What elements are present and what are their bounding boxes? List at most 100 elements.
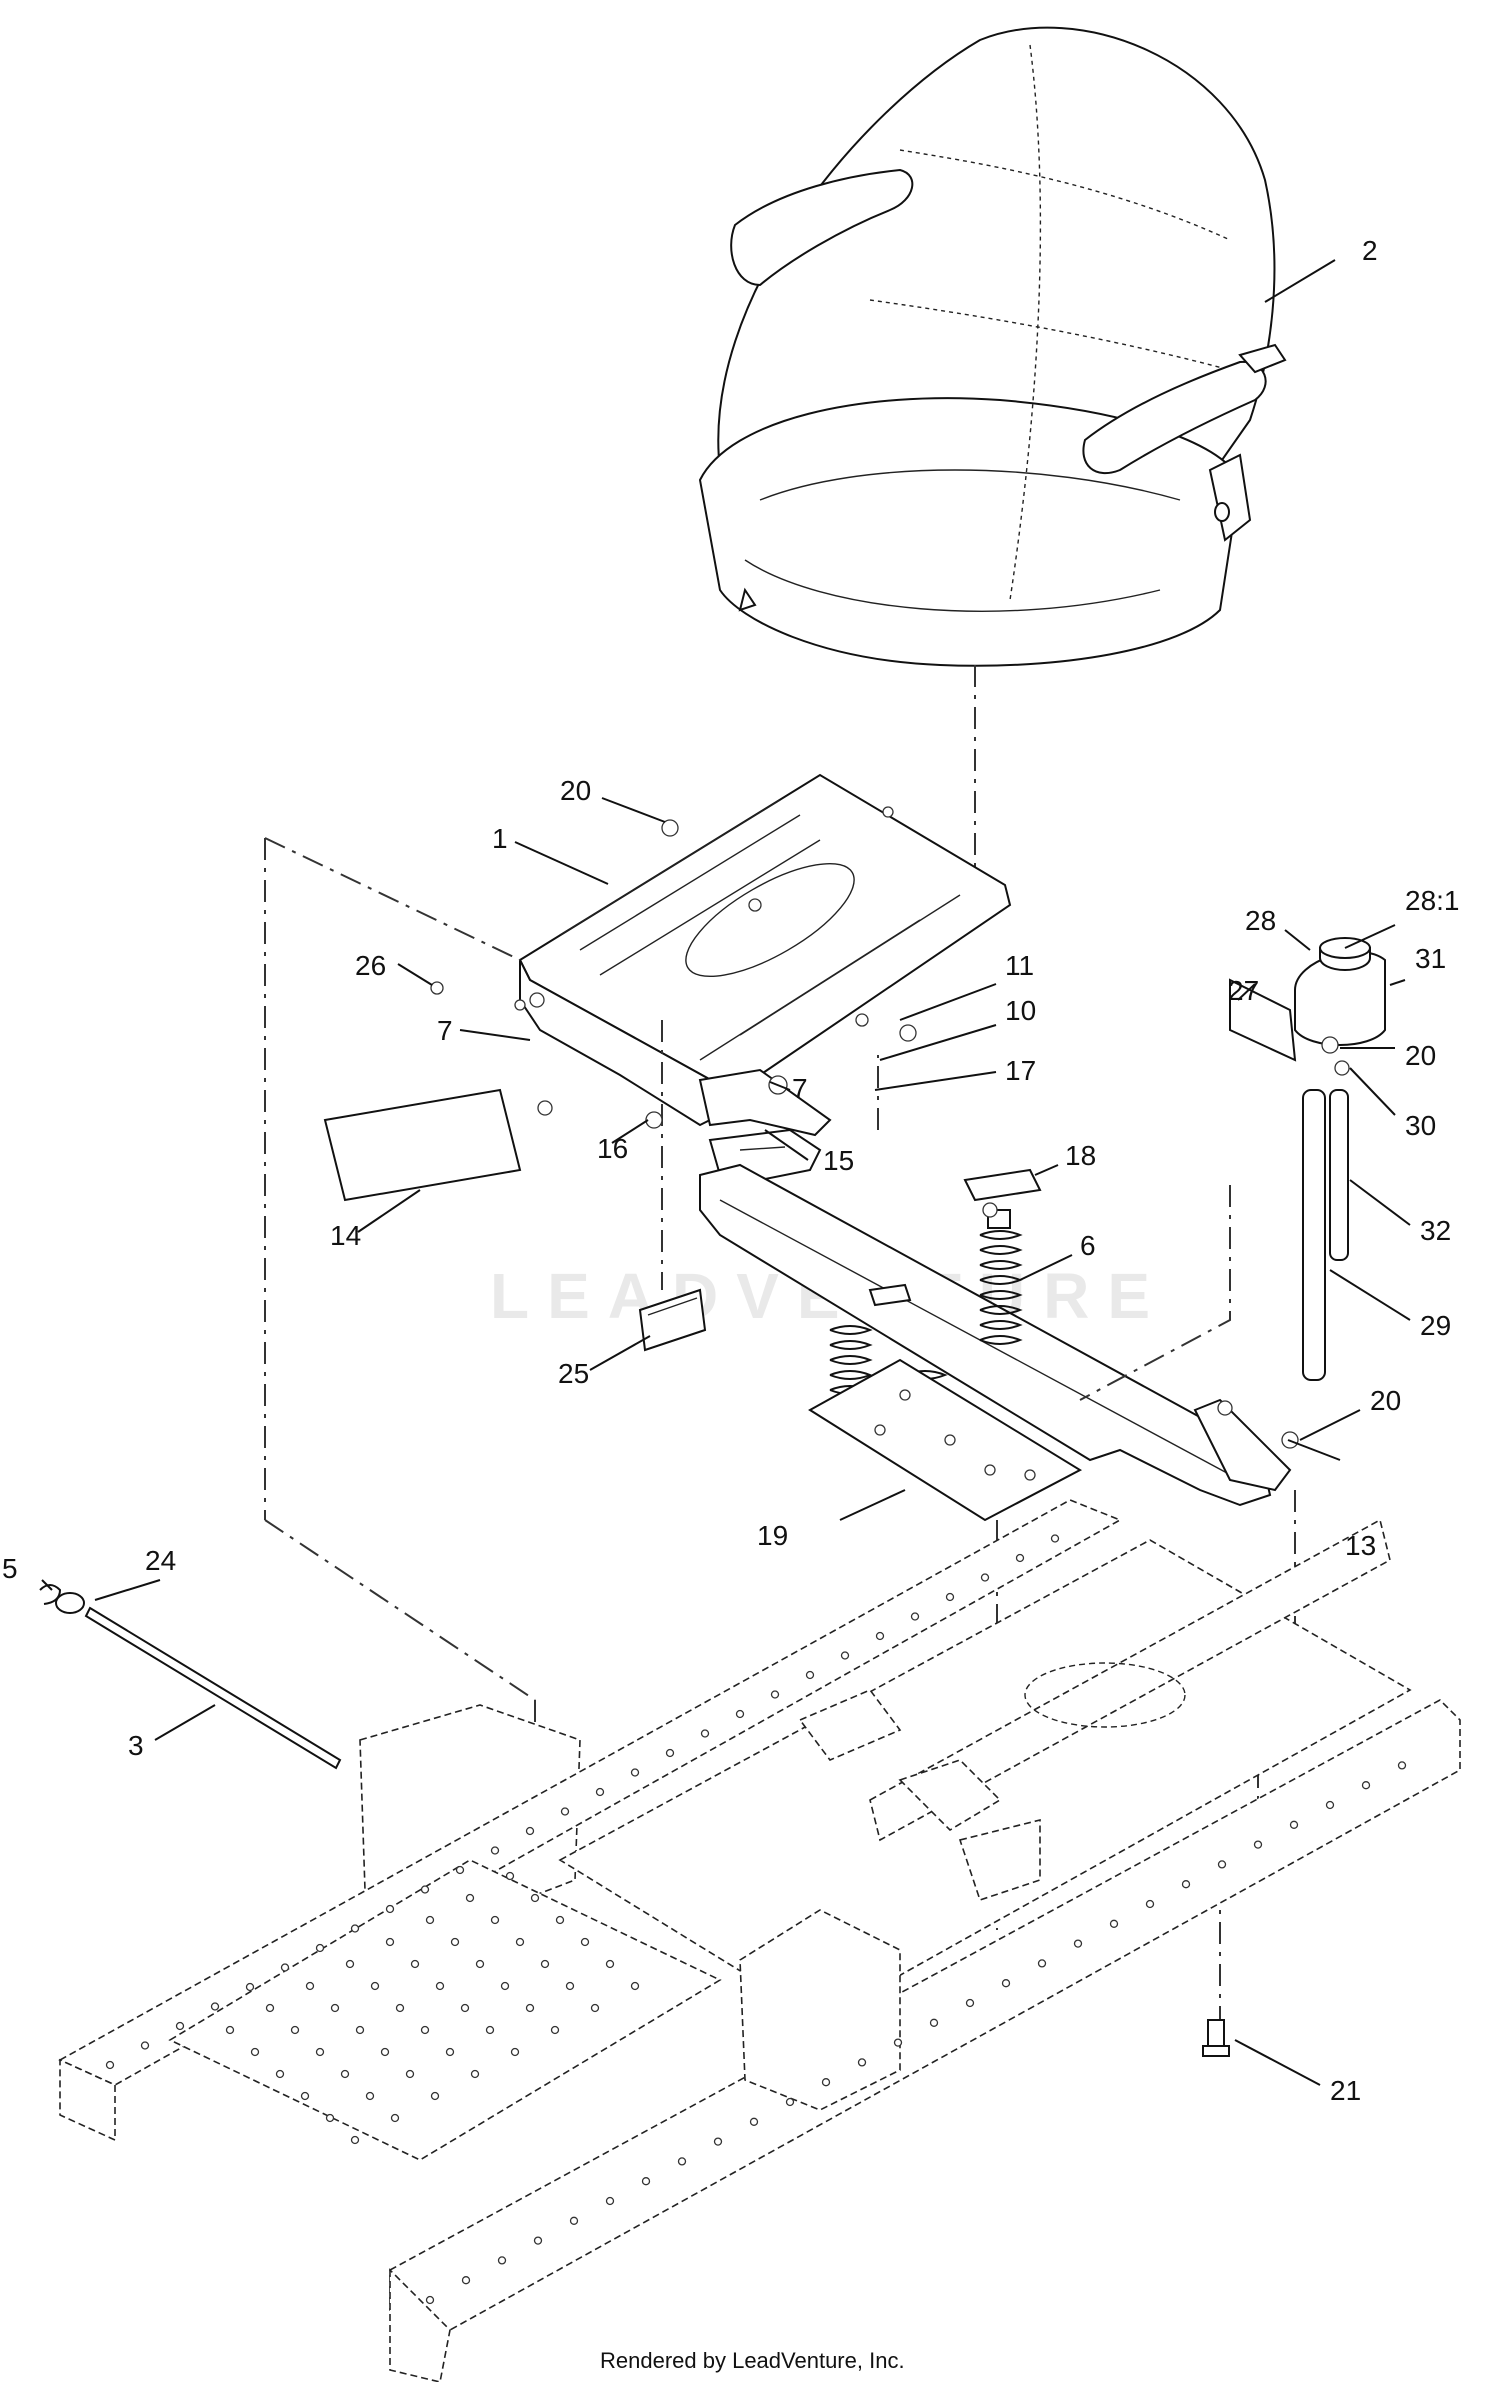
- frame-hole: [910, 1612, 920, 1621]
- frame-hole: [1181, 1880, 1191, 1889]
- frame-hole: [630, 1981, 640, 1991]
- reservoir-assembly: [1229, 937, 1386, 1381]
- frame-hole: [1145, 1899, 1155, 1909]
- frame-hole: [505, 1871, 515, 1881]
- label-20-top: 20: [560, 775, 591, 806]
- frame-hole: [525, 1826, 535, 1836]
- frame-hole: [1050, 1534, 1060, 1543]
- bracket-25: [638, 1288, 707, 1352]
- frame-hole: [455, 1865, 465, 1875]
- frame-hole: [325, 2113, 335, 2123]
- label-11: 11: [1005, 950, 1034, 981]
- frame-hole: [435, 1981, 445, 1991]
- frame-hole: [420, 2025, 430, 2035]
- frame-hole: [530, 1893, 540, 1903]
- frame-hole: [380, 2047, 390, 2057]
- frame-hole: [605, 2196, 615, 2206]
- frame-hole: [225, 2025, 235, 2035]
- frame-hole: [893, 2038, 903, 2047]
- frame-hole: [250, 2047, 260, 2057]
- frame-hole: [965, 1998, 975, 2008]
- label-10: 10: [1005, 995, 1036, 1026]
- label-3: 3: [128, 1730, 144, 1761]
- frame-hole: [565, 1981, 575, 1991]
- frame-hole: [605, 1959, 615, 1969]
- base-plate-19: [808, 1358, 1083, 1522]
- frame-hole: [569, 2216, 579, 2225]
- frame-hole: [735, 1709, 745, 1719]
- mower-frame: [58, 1499, 1461, 2382]
- frame-hole: [1001, 1979, 1011, 1988]
- frame-hole: [365, 2091, 375, 2101]
- frame-hole: [1289, 1820, 1299, 1829]
- frame-hole: [1397, 1761, 1407, 1770]
- frame-hole: [929, 2018, 939, 2027]
- frame-hole: [510, 2047, 520, 2057]
- frame-hole: [665, 1748, 675, 1758]
- frame-hole: [821, 2078, 831, 2087]
- label-15: 15: [823, 1145, 854, 1176]
- label-20-lower: 20: [1370, 1385, 1401, 1416]
- frame-hole: [677, 2157, 687, 2166]
- bolt-21: [1202, 2019, 1230, 2057]
- frame-hole: [700, 1729, 710, 1738]
- frame-hole: [1217, 1860, 1227, 1869]
- frame-hole: [1361, 1781, 1371, 1790]
- frame-hole: [330, 2003, 340, 2013]
- frame-hole: [1037, 1959, 1047, 1968]
- frame-hole: [280, 1963, 290, 1972]
- frame-hole: [425, 2295, 435, 2305]
- frame-hole: [857, 2058, 867, 2067]
- frame-hole: [515, 1937, 525, 1947]
- frame-hole: [580, 1937, 590, 1947]
- callout-labels: 2 20 1 26 7 7 16 15 14 25 11 10 17 18 6 …: [2, 235, 1460, 2106]
- frame-hole: [533, 2236, 543, 2245]
- frame-hole: [497, 2256, 507, 2265]
- frame-hole: [785, 2097, 795, 2107]
- label-24: 24: [145, 1545, 176, 1576]
- label-28: 28: [1245, 905, 1276, 936]
- frame-hole: [875, 1631, 885, 1641]
- frame-hole: [175, 2021, 185, 2031]
- frame-hole: [840, 1651, 850, 1660]
- label-31: 31: [1415, 943, 1446, 974]
- footer-credit: Rendered by LeadVenture, Inc.: [600, 2348, 905, 2373]
- frame-hole: [350, 1924, 360, 1933]
- frame-hole: [370, 1981, 380, 1991]
- frame-hole: [485, 2025, 495, 2035]
- label-13: 13: [1345, 1530, 1376, 1561]
- frame-hole: [340, 2069, 350, 2079]
- frame-hole: [475, 1959, 485, 1969]
- frame-hole: [1325, 1800, 1335, 1810]
- label-7-left: 7: [437, 1015, 453, 1046]
- frame-hole: [490, 1915, 500, 1925]
- frame-hole: [450, 1937, 460, 1947]
- label-32: 32: [1420, 1215, 1451, 1246]
- frame-hole: [430, 2091, 440, 2101]
- frame-hole: [461, 2276, 471, 2285]
- leader-lines: [41, 259, 1411, 2086]
- frame-hole: [410, 1959, 420, 1969]
- frame-hole: [1073, 1939, 1083, 1948]
- decal-14: [323, 1088, 522, 1202]
- frame-hole: [300, 2091, 310, 2101]
- frame-hole: [385, 1937, 395, 1947]
- frame-hole: [245, 1982, 255, 1992]
- label-18: 18: [1065, 1140, 1096, 1171]
- frame-hole: [500, 1981, 510, 1991]
- frame-hole: [590, 2003, 600, 2013]
- frame-hole: [630, 1768, 640, 1777]
- frame-hole: [490, 1846, 500, 1855]
- label-20-reservoir: 20: [1405, 1040, 1436, 1071]
- frame-hole: [525, 2003, 535, 2013]
- frame-hole: [460, 2003, 470, 2013]
- frame-hole: [210, 2002, 220, 2011]
- frame-hole: [1015, 1553, 1025, 1563]
- frame-hole: [290, 2025, 300, 2035]
- frame-holes: [105, 1534, 1407, 2305]
- frame-hole: [749, 2117, 759, 2126]
- frame-hole: [550, 2025, 560, 2035]
- frame-hole: [305, 1981, 315, 1991]
- frame-hole: [980, 1573, 990, 1582]
